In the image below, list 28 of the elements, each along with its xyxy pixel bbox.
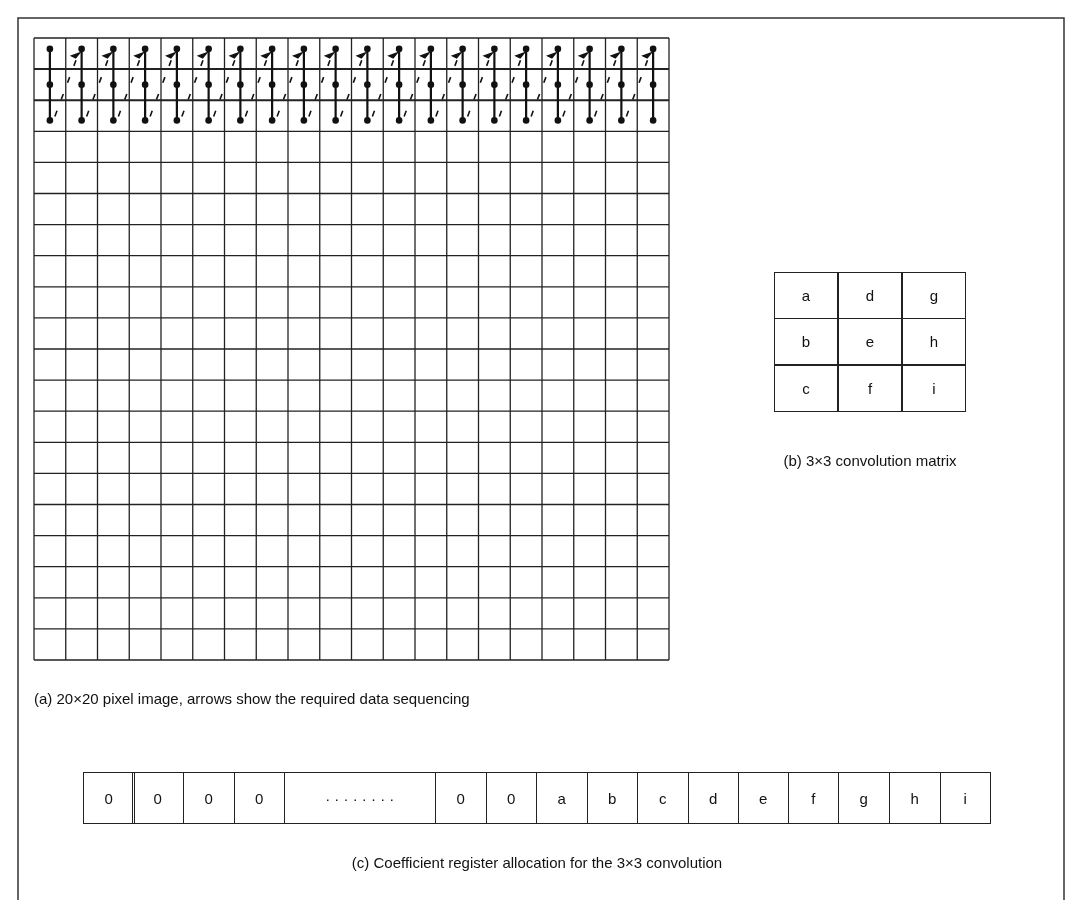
matrix-cell: g bbox=[902, 272, 966, 319]
register-cell: 0 bbox=[131, 772, 184, 824]
caption: (c) Coefficient register allocation for the 3×3 convolution bbox=[350, 852, 724, 873]
matrix-cell: h bbox=[902, 317, 966, 365]
matrix-cell: e bbox=[838, 317, 902, 365]
register-cell: 0 bbox=[83, 772, 135, 824]
register-cell: 0 bbox=[182, 772, 235, 824]
matrix-cell: f bbox=[838, 364, 902, 412]
matrix-cell: i bbox=[902, 364, 966, 412]
register-cell: d bbox=[687, 772, 739, 824]
matrix-cell: a bbox=[774, 272, 838, 319]
register-cell: b bbox=[586, 772, 638, 824]
register-cell: f bbox=[787, 772, 839, 824]
caption: (a) 20×20 pixel image, arrows show the required data sequencing bbox=[34, 688, 471, 709]
matrix-cell: b bbox=[774, 317, 838, 365]
register-cell: 0 bbox=[233, 772, 285, 824]
register-cell: a bbox=[535, 772, 588, 824]
caption: (b) 3×3 convolution matrix bbox=[782, 450, 958, 471]
register-cell: h bbox=[888, 772, 941, 824]
register-cell: 0 bbox=[485, 772, 537, 824]
matrix-cell: c bbox=[774, 364, 838, 412]
register-cell: e bbox=[737, 772, 789, 824]
matrix-cell: d bbox=[838, 272, 902, 319]
register-cell: i bbox=[939, 772, 991, 824]
register-cell: g bbox=[837, 772, 890, 824]
register-cell: c bbox=[636, 772, 689, 824]
register-cell: · · · · · · · · bbox=[283, 772, 436, 824]
register-cell: 0 bbox=[434, 772, 487, 824]
